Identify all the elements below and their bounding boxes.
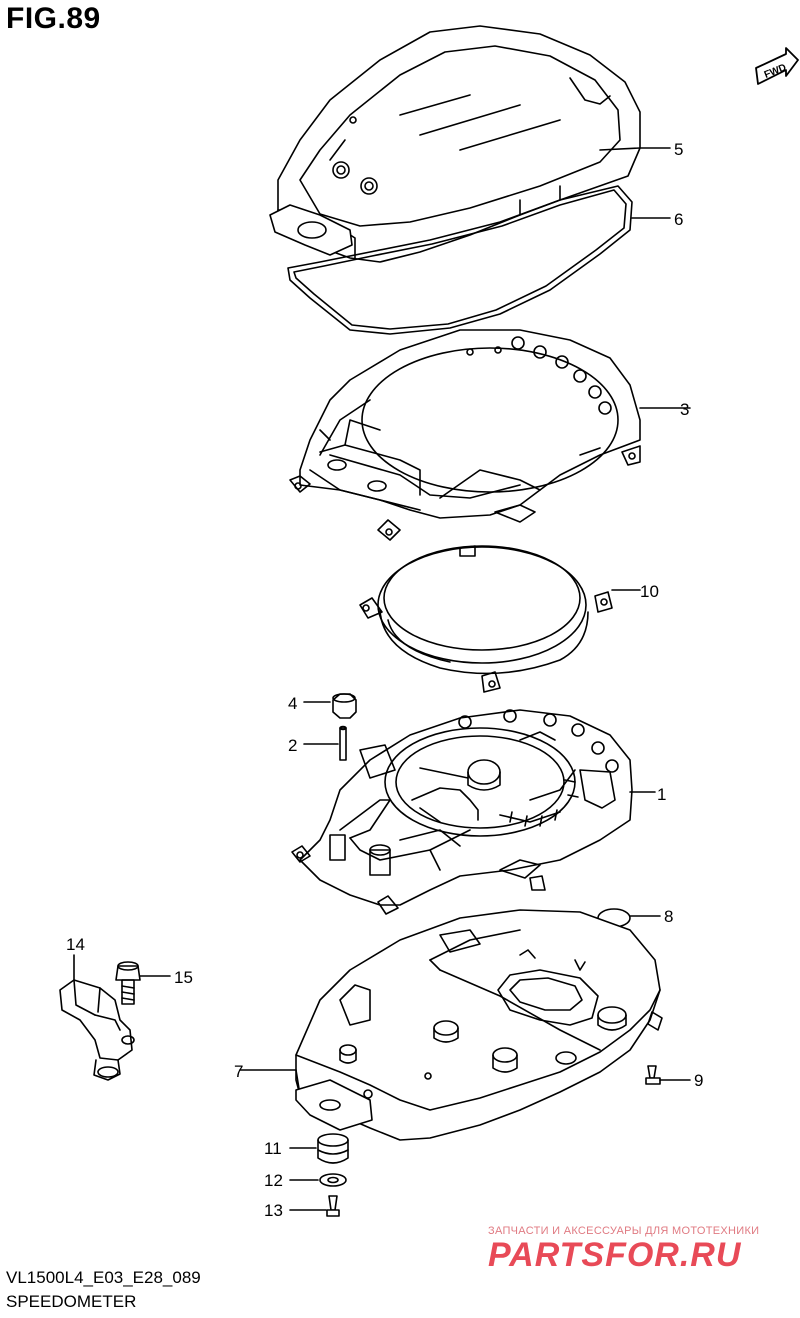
- callout-15: 15: [174, 968, 193, 987]
- part-7-lower-case: [239, 909, 663, 1141]
- callout-7: 7: [234, 1062, 243, 1081]
- fwd-arrow-icon: FWD: [755, 47, 799, 85]
- callout-10: 10: [640, 582, 659, 601]
- callout-4: 4: [288, 694, 297, 713]
- callout-13: 13: [264, 1201, 283, 1220]
- watermark-logo: PARTSFOR.RU: [488, 1236, 742, 1274]
- figure-code: VL1500L4_E03_E28_089: [6, 1268, 201, 1287]
- figure-caption: SPEEDOMETER: [6, 1292, 137, 1311]
- callout-3: 3: [680, 400, 689, 419]
- part-14-speed-sensor: [59, 954, 135, 1081]
- part-11-grommet: [289, 1133, 349, 1164]
- part-10-ring: [359, 545, 641, 693]
- callout-8: 8: [664, 907, 673, 926]
- callout-11: 11: [264, 1139, 282, 1158]
- callout-12: 12: [264, 1171, 283, 1190]
- callout-14: 14: [66, 935, 85, 954]
- figure-title: FIG.89: [6, 2, 101, 35]
- part-6-gasket: [287, 185, 633, 335]
- part-1-speedometer-assembly: [291, 709, 656, 915]
- part-13-screw: [289, 1195, 340, 1217]
- callout-6: 6: [674, 210, 683, 229]
- callout-2: 2: [288, 736, 297, 755]
- callout-1: 1: [657, 785, 666, 804]
- part-15-bolt: [115, 961, 171, 1005]
- callout-5: 5: [674, 140, 683, 159]
- watermark-tagline: ЗАПЧАСТИ И АКСЕССУАРЫ ДЛЯ МОТОТЕХНИКИ: [488, 1225, 760, 1237]
- part-12-washer: [289, 1173, 347, 1187]
- part-9-screw: [645, 1065, 691, 1085]
- part-2-bulb: [303, 725, 347, 761]
- part-5-meter-cover: [269, 25, 641, 263]
- callout-9: 9: [694, 1071, 703, 1090]
- part-3-meter-case: [289, 329, 691, 541]
- part-4-bulb-cap: [303, 693, 357, 719]
